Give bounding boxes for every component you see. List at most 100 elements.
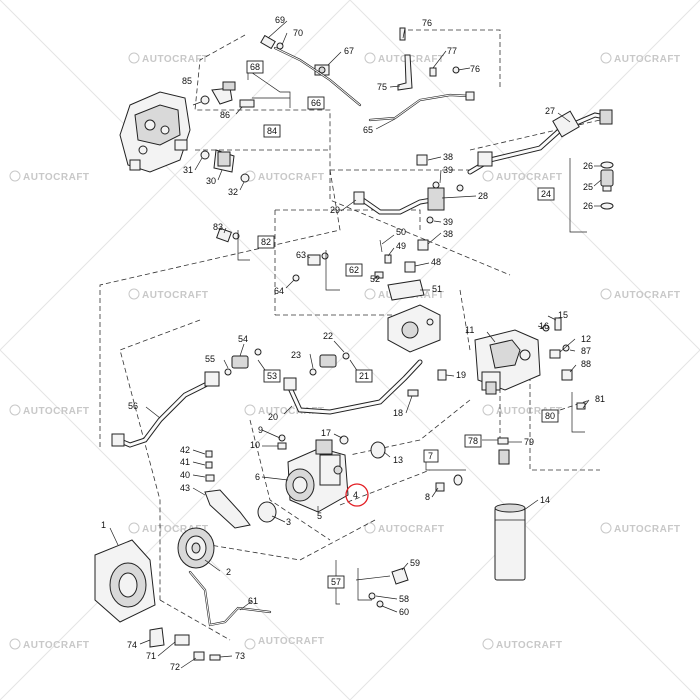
hose-56 (111, 371, 220, 448)
callout-10: 10 (250, 440, 260, 450)
watermark-logo: AUTOCRAFT (600, 288, 680, 301)
callout-87: 87 (581, 346, 591, 356)
svg-text:80: 80 (545, 411, 555, 421)
callout-76: 76 (422, 18, 432, 28)
callout-73: 73 (235, 651, 245, 661)
watermark-logo: AUTOCRAFT (9, 404, 90, 417)
callout-58: 58 (399, 594, 409, 604)
fitting-31 (200, 150, 210, 160)
gear-pump-center (387, 304, 441, 353)
svg-text:78: 78 (468, 436, 478, 446)
callout-56: 56 (128, 401, 138, 411)
callout-81: 81 (595, 394, 605, 404)
callout-13: 13 (393, 455, 403, 465)
group-brackets (237, 62, 359, 605)
watermark-logo: AUTOCRAFT (9, 638, 89, 651)
bracket-74 (149, 627, 165, 648)
watermark-logo: AUTOCRAFT (364, 522, 444, 535)
watermark-logo: AUTOCRAFT (482, 170, 562, 183)
svg-text:AUTOCRAFT: AUTOCRAFT (142, 54, 209, 65)
group-box-24: 24 (537, 187, 555, 201)
callout-79: 79 (524, 437, 534, 447)
svg-text:68: 68 (250, 62, 260, 72)
svg-text:84: 84 (267, 126, 277, 136)
callout-16: 16 (539, 321, 549, 331)
fitting-42-41-40 (205, 450, 215, 482)
callout-20: 20 (268, 412, 278, 422)
callout-77: 77 (447, 46, 457, 56)
callout-69: 69 (275, 15, 285, 25)
callout-55: 55 (205, 354, 215, 364)
plug-38 (416, 154, 428, 166)
main-pump-5 (285, 439, 349, 513)
svg-text:AUTOCRAFT: AUTOCRAFT (23, 172, 90, 183)
callout-42: 42 (180, 445, 190, 455)
watermark-logo: AUTOCRAFT (244, 404, 324, 417)
callout-48: 48 (431, 257, 441, 267)
callout-12: 12 (581, 334, 591, 344)
callout-29: 29 (330, 205, 340, 215)
callout-40: 40 (180, 470, 190, 480)
svg-text:AUTOCRAFT: AUTOCRAFT (23, 406, 90, 417)
svg-text:62: 62 (349, 265, 359, 275)
callout-75: 75 (377, 82, 387, 92)
fitting-63 (307, 252, 329, 266)
control-valve-block (119, 91, 191, 173)
callout-49: 49 (396, 241, 406, 251)
fitting-58-60 (368, 592, 384, 608)
tube-line-66-68 (273, 46, 362, 107)
tube-61 (188, 570, 272, 627)
oring-3 (257, 501, 277, 523)
callout-31: 31 (183, 165, 193, 175)
svg-text:7: 7 (428, 451, 433, 461)
svg-text:AUTOCRAFT: AUTOCRAFT (378, 54, 445, 65)
callout-52: 52 (370, 274, 380, 284)
svg-text:66: 66 (311, 98, 321, 108)
callout-23: 23 (291, 350, 301, 360)
callout-38b: 38 (443, 229, 453, 239)
callout-50: 50 (396, 227, 406, 237)
callout-85: 85 (182, 76, 192, 86)
callout-32: 32 (228, 187, 238, 197)
fitting-19 (437, 369, 447, 381)
group-box-84: 84 (263, 124, 281, 138)
callout-18: 18 (393, 408, 403, 418)
callout-25: 25 (583, 182, 593, 192)
callout-86: 86 (220, 110, 230, 120)
hose-29 (353, 191, 435, 215)
callout-26b: 26 (583, 201, 593, 211)
clamp-77 (429, 67, 437, 77)
svg-text:53: 53 (267, 371, 277, 381)
fitting-12-87 (549, 344, 570, 359)
callout-30: 30 (206, 176, 216, 186)
callout-41: 41 (180, 457, 190, 467)
highlight-circle-part-4 (345, 483, 369, 507)
hose-20 (283, 359, 423, 415)
watermark-logo: AUTOCRAFT (244, 170, 325, 183)
svg-text:AUTOCRAFT: AUTOCRAFT (614, 54, 681, 65)
group-box-21: 21 (355, 369, 373, 383)
svg-text:AUTOCRAFT: AUTOCRAFT (258, 172, 325, 183)
fitting-39-38 (417, 216, 434, 251)
nut-72 (193, 651, 205, 661)
filter-14 (494, 503, 526, 581)
sensor-25 (600, 169, 614, 192)
bracket-75 (397, 54, 413, 91)
callout-22: 22 (323, 331, 333, 341)
fitting-9-10 (277, 434, 287, 450)
callout-59: 59 (410, 558, 420, 568)
fitting-17 (339, 435, 349, 445)
svg-text:AUTOCRAFT: AUTOCRAFT (496, 640, 563, 651)
fitting-64 (292, 274, 300, 282)
fitting-48 (404, 261, 416, 273)
connector-53 (224, 348, 262, 376)
callout-19: 19 (456, 370, 466, 380)
bolt-18 (407, 389, 419, 397)
callout-74: 74 (127, 640, 137, 650)
callout-28: 28 (478, 191, 488, 201)
callout-70: 70 (293, 28, 303, 38)
fitting-8 (435, 474, 463, 492)
oring-26 (600, 161, 614, 169)
bolt-50 (379, 239, 383, 253)
